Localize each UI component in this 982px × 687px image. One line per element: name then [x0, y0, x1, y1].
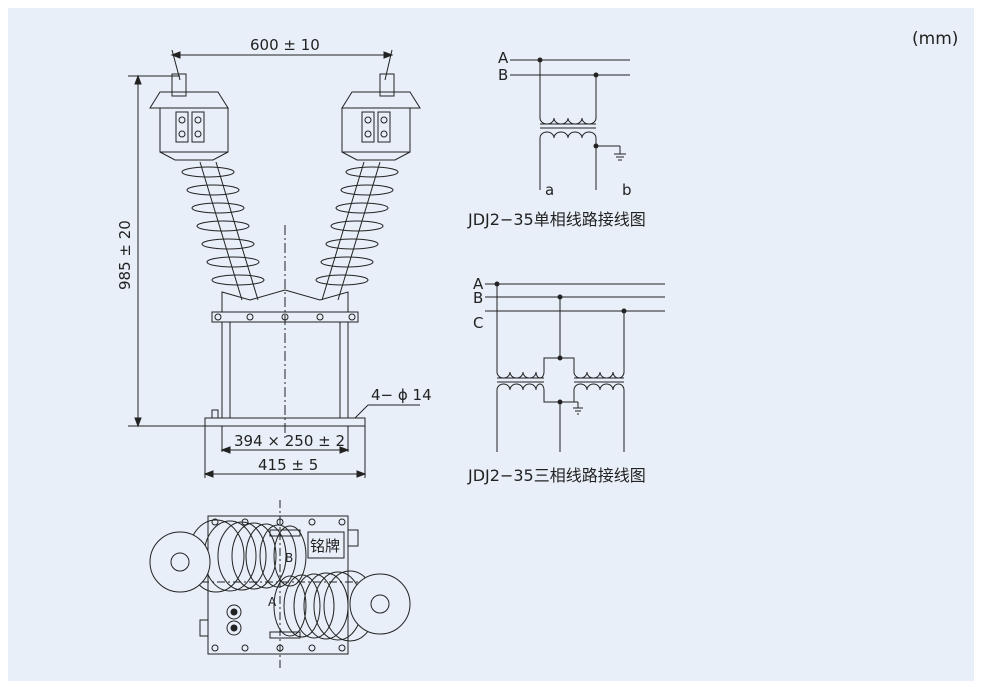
front-view — [128, 49, 421, 478]
right-bushing-head — [341, 73, 421, 161]
bolt-icon — [308, 518, 316, 526]
bolt-icon — [214, 313, 222, 321]
bolt-icon — [241, 644, 249, 652]
plan-tab — [199, 619, 209, 637]
bolt-icon — [316, 313, 324, 321]
single-line-b-label: B — [498, 66, 508, 84]
nameplate-box — [307, 531, 345, 559]
primary-coil — [539, 117, 597, 125]
arrow-icon — [170, 51, 181, 59]
height-label: 985 ± 20 — [116, 220, 134, 290]
bracket — [269, 631, 301, 639]
plan-mark-b: B — [285, 551, 293, 565]
three-phase-caption: JDJ2−35三相线路接线图 — [467, 466, 646, 485]
right-insulator — [315, 161, 399, 301]
bracket — [269, 529, 301, 537]
primary-coil-2 — [573, 371, 625, 379]
base-inner-label: 394 × 250 ± 2 — [234, 432, 345, 450]
holes-label: 4− ϕ 14 — [371, 386, 432, 404]
bolt-icon — [348, 313, 356, 321]
bolt-icon — [211, 644, 219, 652]
top-width-label: 600 ± 10 — [250, 36, 320, 54]
arrow-icon — [134, 417, 142, 428]
single-phase-caption: JDJ2−35单相线路接线图 — [467, 210, 646, 229]
arrow-icon — [220, 446, 231, 454]
arrow-icon — [383, 51, 394, 59]
terminal-bolt-icon — [226, 620, 242, 636]
bolt-icon — [281, 313, 289, 321]
base-plate — [204, 417, 366, 427]
plan-view — [149, 500, 411, 668]
single-out-b-label: b — [622, 181, 632, 199]
leader-line — [354, 404, 369, 419]
plan-tab — [347, 529, 359, 547]
single-out-a-label: a — [545, 181, 554, 199]
three-phase-diagram — [485, 281, 665, 452]
secondary-coil — [539, 131, 597, 139]
bolt-icon — [308, 644, 316, 652]
terminal-bolt-icon — [230, 608, 238, 616]
bolt-icon — [338, 644, 346, 652]
bolt-icon — [211, 518, 219, 526]
plan-left-bushing — [149, 519, 307, 593]
three-line-c-label: C — [473, 314, 483, 332]
plan-base — [207, 515, 349, 655]
secondary-coil-1 — [496, 383, 545, 391]
left-bushing-head — [149, 73, 229, 161]
extension-line — [384, 49, 393, 81]
arrow-icon — [356, 470, 367, 478]
three-line-a-label: A — [473, 275, 484, 293]
junction-dot — [557, 355, 563, 361]
nameplate-label: 铭牌 — [310, 537, 340, 555]
bolt-icon — [338, 518, 346, 526]
single-phase-diagram — [510, 57, 630, 190]
bolt-icon — [246, 313, 254, 321]
terminal-bolt-icon — [230, 624, 238, 632]
plan-mark-a: A — [268, 595, 277, 609]
plan-right-bushing — [273, 570, 411, 642]
extension-line — [171, 49, 181, 81]
three-line-b-label: B — [473, 289, 483, 307]
primary-coil-1 — [496, 371, 545, 379]
units-label: (mm) — [912, 29, 958, 49]
single-line-a-label: A — [498, 49, 509, 67]
arrow-icon — [134, 74, 142, 85]
arrow-icon — [203, 470, 214, 478]
secondary-coil-2 — [573, 383, 625, 391]
ground-terminal — [211, 409, 219, 419]
terminal-bolt-icon — [226, 604, 242, 620]
arrow-icon — [339, 446, 350, 454]
bolt-icon — [276, 644, 284, 652]
base-outer-label: 415 ± 5 — [258, 456, 318, 474]
left-insulator — [181, 161, 265, 301]
